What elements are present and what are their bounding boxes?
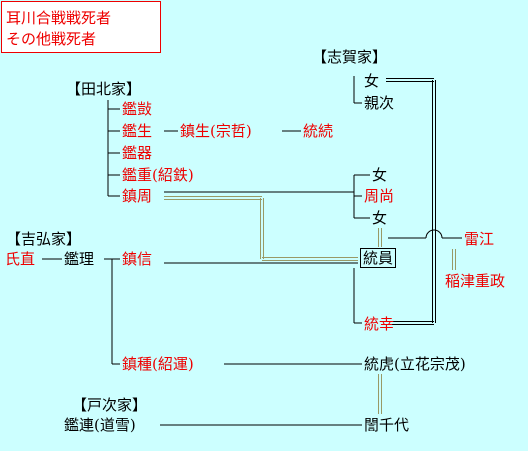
person-shigenobu: 鎮信 <box>122 250 153 268</box>
clan-tawara: 【田北家】 <box>66 80 142 98</box>
legend-killed-at-mimikawa: 耳川合戦戦死者 <box>6 9 112 27</box>
legend-killed-elsewhere: その他戦死者 <box>6 30 97 48</box>
person-akitsura: 鑑連(道雪) <box>64 416 136 434</box>
person-shiga-daughter: 女 <box>364 72 380 90</box>
person-ginchiyo: 誾千代 <box>364 416 410 434</box>
person-munetora: 統虎(立花宗茂) <box>364 355 466 373</box>
person-chikanao: 周尚 <box>364 187 395 205</box>
person-akimasa: 鑑理 <box>64 250 95 268</box>
person-akizane: 鑑重(紹鉄) <box>122 166 194 184</box>
person-munetsugu: 統続 <box>303 122 334 140</box>
person-ujinao: 氏直 <box>5 250 36 268</box>
person-akitaka: 鑑器 <box>122 144 153 162</box>
person-akiyasu: 鑑敱 <box>122 100 153 118</box>
person-shigenari: 鎮生(宗哲) <box>180 122 252 140</box>
person-munekazu: 統員 <box>360 248 397 268</box>
person-muneyuki: 統幸 <box>364 315 395 333</box>
person-shigetane: 鎮種(紹運) <box>122 355 194 373</box>
person-shigekane: 鎮周 <box>122 187 153 205</box>
clan-betsugi: 【戸次家】 <box>72 396 148 414</box>
line-d3-raiko-hump <box>425 229 443 239</box>
person-daughter2: 女 <box>372 166 388 184</box>
clan-yoshihiro: 【吉弘家】 <box>6 230 82 248</box>
person-raiko: 雷江 <box>464 230 495 248</box>
person-akinari: 鑑生 <box>122 122 153 140</box>
person-daughter3: 女 <box>372 209 388 227</box>
legend: 耳川合戦戦死者 その他戦死者 <box>1 1 161 53</box>
person-hie-shigemasa: 稲津重政 <box>445 272 506 290</box>
person-chikatsugu: 親次 <box>364 94 395 112</box>
clan-shiga: 【志賀家】 <box>312 48 388 66</box>
